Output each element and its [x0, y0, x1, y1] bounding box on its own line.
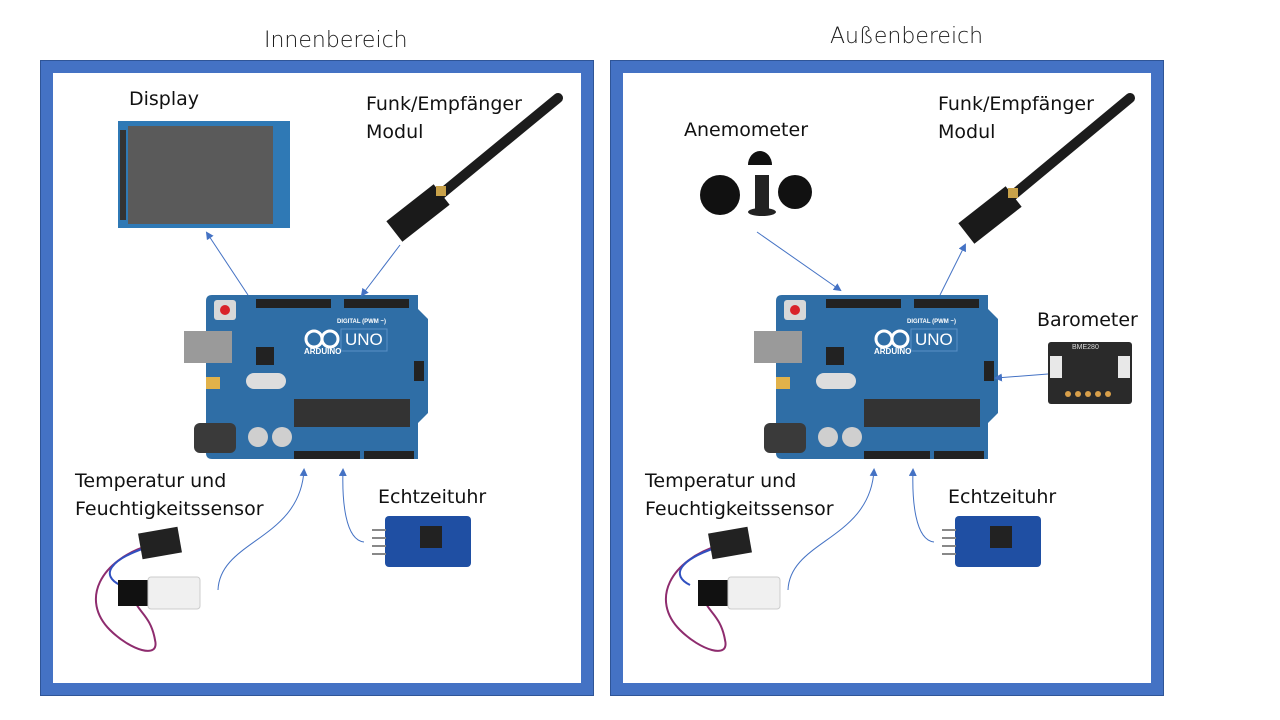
rtc-module-indoor — [372, 516, 471, 567]
label-temp-indoor-line1: Temperatur und — [75, 470, 227, 492]
label-radio-indoor-line1: Funk/Empfänger — [366, 93, 522, 115]
connection-arrows-indoor — [205, 231, 401, 591]
arduino-model-outdoor: UNO — [915, 330, 953, 349]
arduino-digital-outdoor: DIGITAL (PWM ~) — [907, 319, 956, 325]
panel-title-indoor: Innenbereich — [264, 28, 408, 53]
barometer-chip-label: BME280 — [1072, 344, 1099, 351]
barometer-module — [1048, 342, 1132, 404]
label-temp-outdoor-line2: Feuchtigkeitssensor — [645, 498, 834, 520]
label-temp-outdoor-line1: Temperatur und — [645, 470, 797, 492]
connection-arrows-outdoor — [756, 231, 1049, 591]
label-rtc-outdoor: Echtzeituhr — [948, 486, 1057, 508]
arduino-board-indoor — [182, 293, 430, 461]
label-barometer: Barometer — [1037, 309, 1138, 331]
dht-sensor-indoor — [94, 526, 201, 652]
label-display: Display — [129, 88, 200, 110]
anemometer — [700, 151, 812, 216]
label-temp-indoor-line2: Feuchtigkeitssensor — [75, 498, 264, 520]
display-module — [118, 121, 290, 228]
arduino-digital-indoor: DIGITAL (PWM ~) — [337, 319, 386, 325]
arduino-board-outdoor — [752, 293, 1000, 461]
label-radio-indoor-line2: Modul — [366, 121, 424, 143]
label-radio-outdoor-line1: Funk/Empfänger — [938, 93, 1094, 115]
arduino-brand-outdoor: ARDUINO — [874, 347, 912, 356]
panel-title-outdoor: Außenbereich — [830, 24, 984, 49]
rtc-module-outdoor — [942, 516, 1041, 567]
label-rtc-indoor: Echtzeituhr — [378, 486, 487, 508]
dht-sensor-outdoor — [664, 526, 781, 652]
arduino-model-indoor: UNO — [345, 330, 383, 349]
radio-module-outdoor — [958, 93, 1135, 244]
label-anemometer: Anemometer — [684, 119, 809, 141]
radio-module-indoor — [386, 93, 563, 242]
arduino-brand-indoor: ARDUINO — [304, 347, 342, 356]
label-radio-outdoor-line2: Modul — [938, 121, 996, 143]
